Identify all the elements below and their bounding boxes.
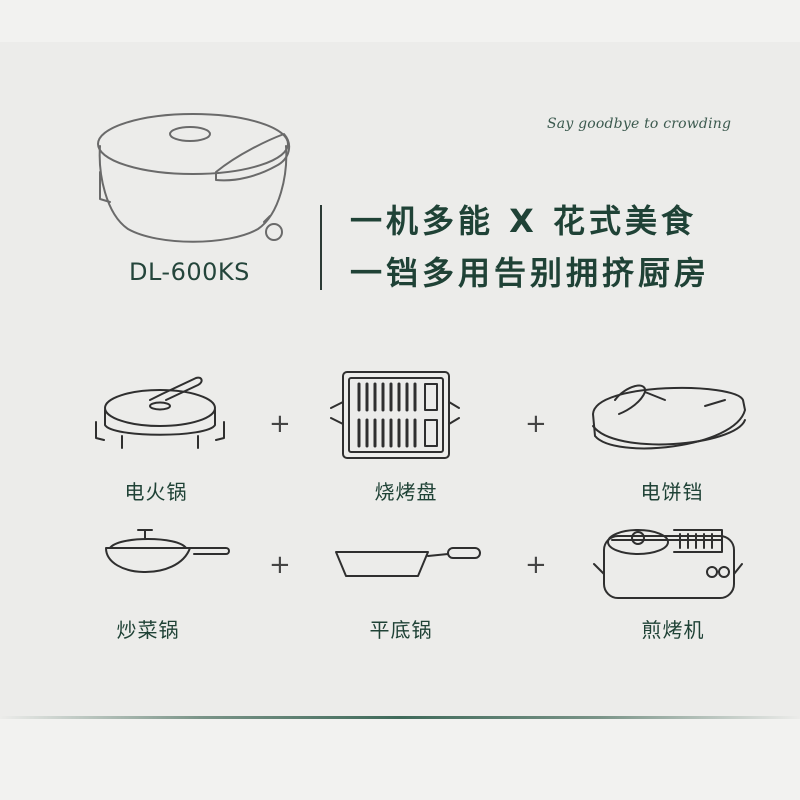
plus-sign-4: + xyxy=(525,550,547,580)
item-label-grill-machine: 煎烤机 xyxy=(641,618,705,642)
model-number: DL-600KS xyxy=(129,258,250,286)
plus-sign-3: + xyxy=(269,550,291,580)
headline-divider xyxy=(320,205,322,290)
grill-machine-icon xyxy=(593,529,743,599)
content-panel xyxy=(0,42,800,718)
item-label-frying-pan: 平底锅 xyxy=(369,618,433,642)
headline-line1: 一机多能 X 花式美食 xyxy=(350,202,697,240)
bottom-divider xyxy=(0,716,800,719)
frying-pan-icon xyxy=(335,547,481,577)
multicooker-icon xyxy=(97,113,291,243)
item-label-wok: 炒菜锅 xyxy=(116,618,180,642)
item-label-grill-plate: 烧烤盘 xyxy=(374,480,438,504)
wok-icon xyxy=(105,529,230,573)
item-label-electric-pan: 电饼铛 xyxy=(640,480,704,504)
item-label-hotpot: 电火锅 xyxy=(124,480,188,504)
plus-sign-1: + xyxy=(269,409,291,439)
hotpot-icon xyxy=(95,376,225,449)
slogan-text: Say goodbye to crowding xyxy=(547,116,732,132)
headline-line2: 一铛多用告别拥挤厨房 xyxy=(350,254,711,292)
grill-plate-icon xyxy=(330,371,460,459)
electric-pan-icon xyxy=(592,384,746,450)
plus-sign-2: + xyxy=(525,409,547,439)
